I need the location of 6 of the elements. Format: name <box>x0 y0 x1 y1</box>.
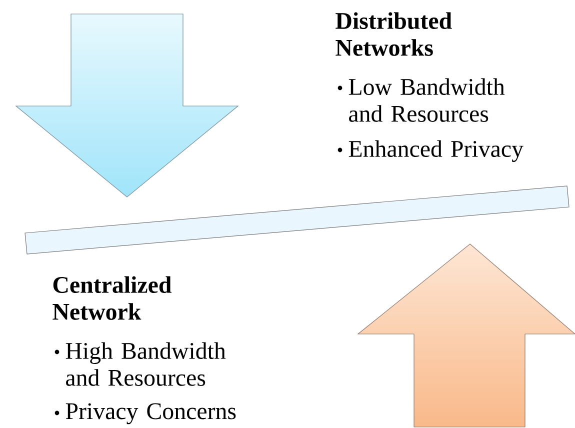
bullet-text: High Bandwidth and Resources <box>66 342 226 386</box>
heading: Centralized Network <box>52 276 172 320</box>
heading: Distributed Networks <box>336 12 452 56</box>
bullet-text: Low Bandwidth and Resources <box>348 78 505 122</box>
bullet-text: Enhanced Privacy <box>348 140 524 162</box>
bullet-text: Privacy Concerns <box>66 403 236 424</box>
